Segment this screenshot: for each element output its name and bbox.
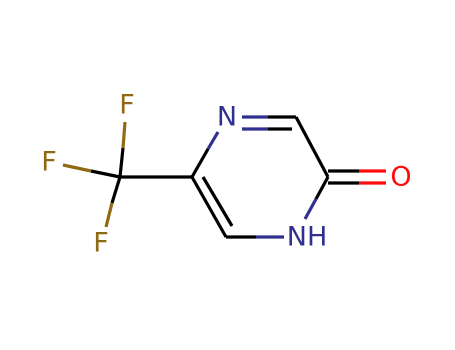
atom-f-left: F: [41, 147, 57, 178]
atom-o: O: [390, 162, 411, 193]
bond-c-c-left-inner: [201, 176, 234, 227]
atom-n-top: N: [217, 102, 237, 133]
atom-nh: NH: [287, 222, 328, 253]
bond-c-n-left: [190, 148, 210, 178]
bond-c-n-left: [206, 131, 220, 150]
bond-c-nh: [303, 198, 318, 220]
bond-c-c-left: [190, 176, 228, 238]
bond-c-f-left: [90, 169, 121, 179]
bond-c-c-right: [294, 116, 330, 178]
bond-c-f-top: [121, 121, 127, 149]
bond-c-nh: [314, 176, 330, 200]
atom-f-top: F: [119, 90, 135, 121]
bond-c-f-bottom: [110, 176, 122, 204]
bond-c-f-top: [118, 147, 125, 178]
atom-f-bottom: F: [93, 228, 109, 259]
bond-c-f-bottom: [104, 202, 114, 228]
bond-c-f-left: [62, 163, 92, 173]
